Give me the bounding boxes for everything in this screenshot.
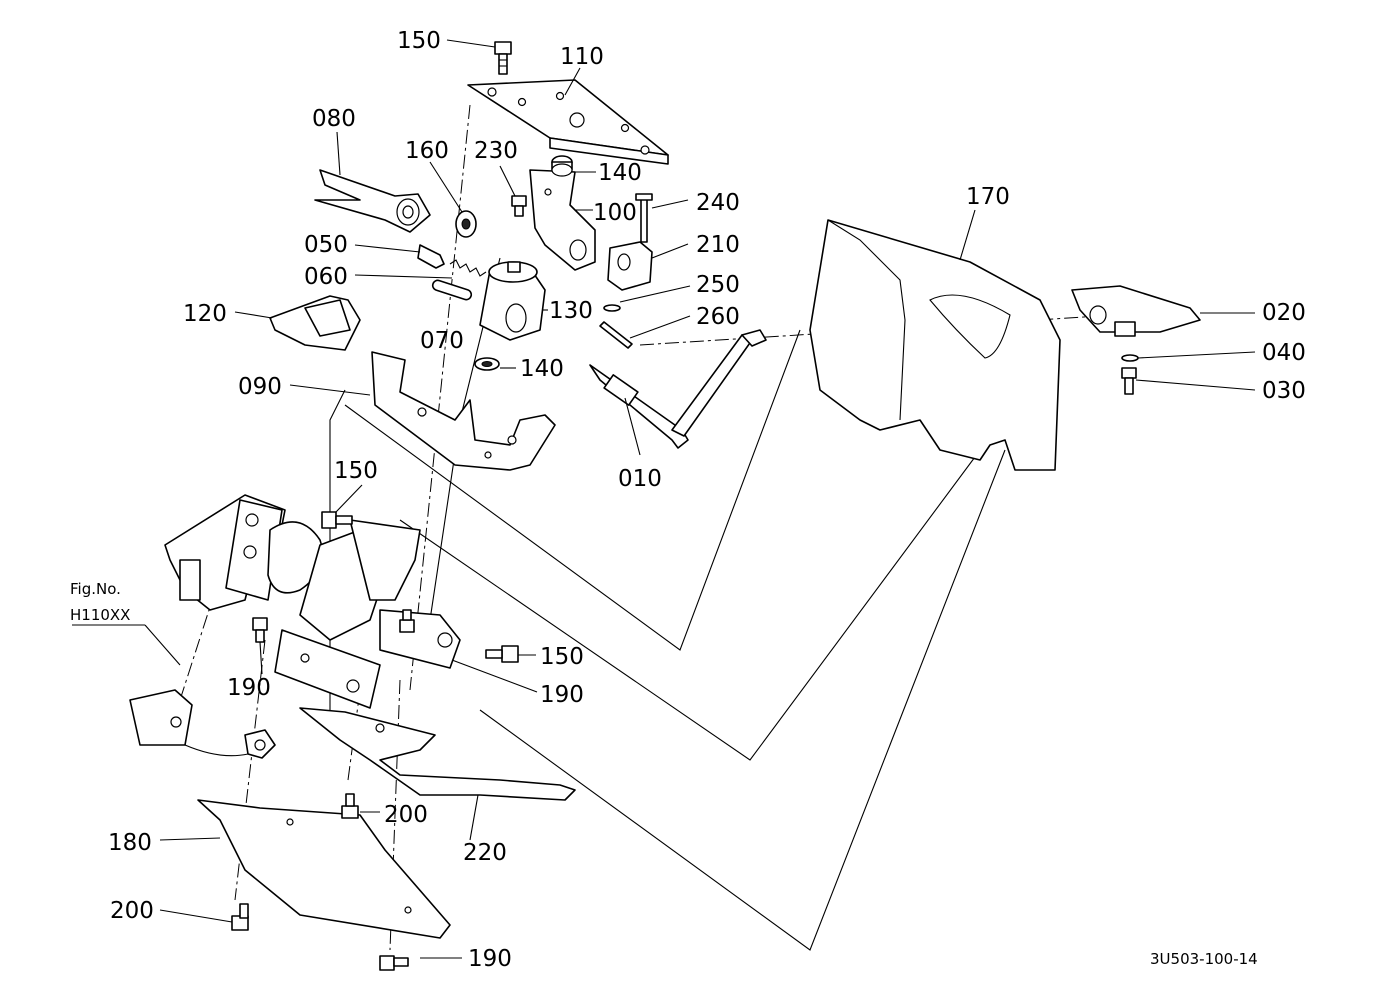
- callout-labels: 150 110 080 160 230 140 100 240 210 050 …: [108, 28, 1306, 972]
- callout-100: 100: [593, 200, 637, 226]
- callout-190-bottom: 190: [468, 946, 512, 972]
- part-240-pin: [635, 193, 653, 243]
- part-140-bushing-lower: [474, 357, 500, 371]
- part-040-washer: [1121, 354, 1139, 362]
- part-160-washer: [455, 210, 477, 238]
- callout-110: 110: [560, 44, 604, 70]
- part-210-block: [607, 241, 653, 291]
- callout-150-mid: 150: [334, 458, 378, 484]
- part-260-cotter-pin: [599, 321, 633, 349]
- part-190-bolt-bottom: [379, 955, 409, 971]
- callout-230: 230: [474, 138, 518, 164]
- part-020-knob: [1071, 285, 1201, 337]
- lower-switch: [129, 689, 276, 759]
- callout-140-top: 140: [598, 160, 642, 186]
- callout-240: 240: [696, 190, 740, 216]
- part-110-plate: [467, 79, 669, 165]
- callout-190-left: 190: [227, 675, 271, 701]
- callout-080: 080: [312, 106, 356, 132]
- callout-190-right: 190: [540, 682, 584, 708]
- fig-ref-label: Fig.No.: [70, 580, 121, 598]
- callout-140-lower: 140: [520, 356, 564, 382]
- callout-170: 170: [966, 184, 1010, 210]
- drawing-number: 3U503-100-14: [1150, 950, 1258, 968]
- part-140-bushing-top: [551, 155, 573, 177]
- callout-210: 210: [696, 232, 740, 258]
- callout-120: 120: [183, 301, 227, 327]
- fig-ref-number: H110XX: [70, 606, 130, 624]
- callout-050: 050: [304, 232, 348, 258]
- part-070-pin: [431, 279, 473, 301]
- callout-200-left: 200: [110, 898, 154, 924]
- part-150-bolt-mid: [321, 511, 353, 529]
- part-150-bolt-side: [485, 645, 519, 663]
- column-frame: [164, 494, 461, 669]
- part-170-cover: [809, 219, 1061, 471]
- part-030-bolt: [1121, 367, 1137, 395]
- figure-reference: Fig.No. H110XX: [70, 580, 130, 624]
- callout-030: 030: [1262, 378, 1306, 404]
- callout-260: 260: [696, 304, 740, 330]
- part-250-washer: [603, 304, 621, 312]
- callout-150-side: 150: [540, 644, 584, 670]
- callout-090: 090: [238, 374, 282, 400]
- callout-040: 040: [1262, 340, 1306, 366]
- callout-070: 070: [420, 328, 464, 354]
- part-100-bracket: [529, 169, 596, 271]
- callout-020: 020: [1262, 300, 1306, 326]
- part-130-pivot: [479, 261, 546, 341]
- part-150-bolt-top: [494, 41, 512, 75]
- callout-200-center: 200: [384, 802, 428, 828]
- callout-060: 060: [304, 264, 348, 290]
- callout-150-top: 150: [397, 28, 441, 54]
- part-230-bolt: [511, 195, 527, 217]
- part-180-plate: [197, 799, 451, 939]
- mount-plate: [274, 629, 381, 709]
- callout-130: 130: [549, 298, 593, 324]
- part-080-fork: [314, 169, 431, 233]
- part-060-spring: [449, 259, 487, 277]
- part-050-pin: [417, 244, 445, 269]
- callout-180: 180: [108, 830, 152, 856]
- leader-lines: [72, 39, 1256, 959]
- callout-010: 010: [618, 466, 662, 492]
- part-090-bracket: [371, 351, 556, 471]
- part-220-bracket: [299, 707, 576, 801]
- part-190-bolt-mid-left: [252, 617, 268, 643]
- part-010-crank-handle: [589, 329, 767, 449]
- part-200-bolt-center: [341, 793, 359, 819]
- part-190-bolt-mid-right: [399, 609, 415, 633]
- part-200-bolt-left: [231, 903, 249, 931]
- callout-250: 250: [696, 272, 740, 298]
- part-120-bracket: [269, 295, 361, 351]
- callout-160: 160: [405, 138, 449, 164]
- callout-220: 220: [463, 840, 507, 866]
